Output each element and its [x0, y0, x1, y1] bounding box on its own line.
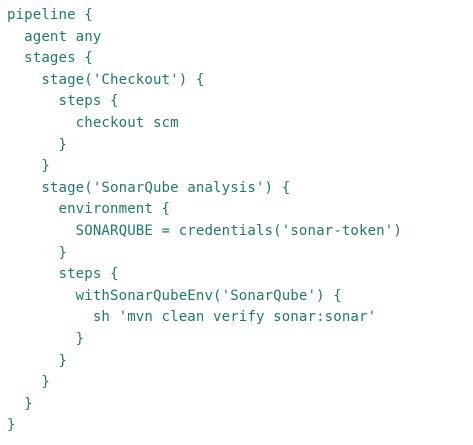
code-line: stage('Checkout') { — [7, 71, 205, 88]
code-line: pipeline { — [7, 7, 93, 23]
code-line: } — [7, 374, 50, 391]
code-line: stage('SonarQube analysis') { — [7, 179, 291, 196]
code-line: } — [7, 244, 68, 261]
code-line: } — [7, 352, 68, 369]
code-line: } — [7, 417, 16, 434]
code-line: environment { — [7, 201, 171, 218]
code-line: stages { — [7, 50, 93, 67]
code-line: steps { — [7, 266, 119, 283]
code-line: withSonarQubeEnv('SonarQube') { — [7, 287, 342, 304]
code-line: checkout scm — [7, 114, 179, 131]
code-line: agent any — [7, 28, 102, 45]
code-line: } — [7, 136, 68, 153]
code-line: } — [7, 158, 50, 175]
code-line: SONARQUBE = credentials('sonar-token') — [7, 222, 402, 239]
code-line: } — [7, 395, 33, 412]
code-line: steps { — [7, 93, 119, 110]
code-line: } — [7, 330, 85, 347]
code-line: sh 'mvn clean verify sonar:sonar' — [7, 309, 377, 326]
